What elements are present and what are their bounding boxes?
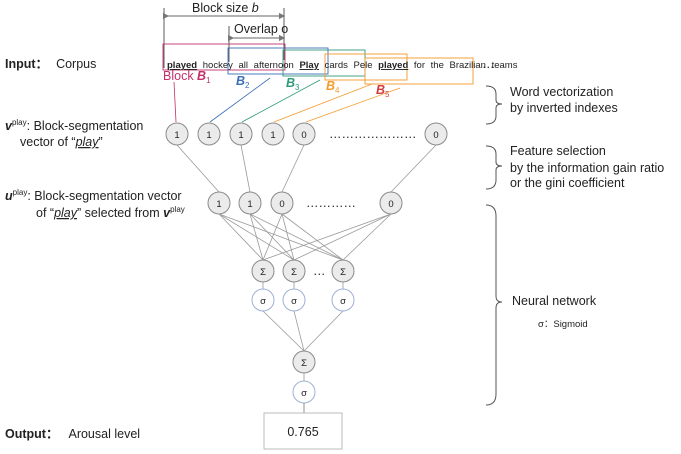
annot-word-vec-2: by inverted indexes <box>510 101 618 115</box>
svg-text:1: 1 <box>270 130 275 141</box>
annot-feat-1: Feature selection <box>510 144 606 158</box>
annot-word-vec-1: Word vectorization <box>510 85 613 99</box>
output-label: Output：Arousal level <box>5 427 140 441</box>
svg-text:1: 1 <box>247 199 252 210</box>
svg-text:…: … <box>313 264 326 278</box>
svg-text:Σ: Σ <box>291 267 297 278</box>
overlap-label: Overlap o <box>234 22 288 36</box>
svg-text:0: 0 <box>279 199 284 210</box>
svg-text:1: 1 <box>174 130 179 141</box>
svg-text:Σ: Σ <box>301 358 307 369</box>
block-1-rect <box>162 43 286 71</box>
block-5-label: B5 <box>376 83 390 99</box>
svg-text:0: 0 <box>301 130 306 141</box>
block-4-rect <box>324 53 408 81</box>
block-size-indicator: Block size b <box>162 1 286 68</box>
block-size-label: Block size b <box>192 1 259 15</box>
svg-text:0: 0 <box>388 199 393 210</box>
hidden-sum-nodes: Σ Σ Σ … <box>251 259 355 283</box>
svg-text:σ: σ <box>291 296 297 307</box>
output-value: 0.765 <box>287 425 318 439</box>
block-2-label: B2 <box>236 74 250 90</box>
vplay-dots: ………………… <box>329 127 417 141</box>
block-4-label: B4 <box>326 79 340 95</box>
svg-text:σ: σ <box>340 296 346 307</box>
uplay-label-line2: of “play” selected from vplay <box>36 205 185 220</box>
brace-word-vectorization <box>485 85 503 125</box>
corpus-text: played hockey all afternoon Play cards P… <box>167 60 518 71</box>
annot-nn: Neural network <box>512 294 597 308</box>
svg-text:σ: σ <box>301 388 307 399</box>
uplay-label-line1: uplay: Block-segmentation vector <box>5 188 182 203</box>
vplay-label-line2: vector of “play” <box>20 135 103 149</box>
hidden-sigmoid-nodes: σ σ σ <box>251 288 355 312</box>
vplay-nodes: 1 1 1 1 0 ………………… 0 <box>165 122 448 146</box>
block-2-rect <box>227 47 329 75</box>
svg-text:0: 0 <box>433 130 438 141</box>
block-1-label: Block B1 <box>163 69 211 85</box>
svg-text:1: 1 <box>216 199 221 210</box>
dense-connections <box>218 213 392 261</box>
annot-feat-3: or the gini coefficient <box>510 176 625 190</box>
svg-text:Σ: Σ <box>340 267 346 278</box>
svg-text:1: 1 <box>206 130 211 141</box>
annot-feat-2: by the information gain ratio <box>510 161 664 175</box>
corpus-ellipsis: … <box>482 57 495 71</box>
uplay-nodes: 1 1 0 ………… 0 <box>207 191 403 215</box>
vplay-label-line1: vplay: Block-segmentation <box>5 118 143 133</box>
svg-text:1: 1 <box>238 130 243 141</box>
block-3-label: B3 <box>286 76 300 92</box>
brace-feature-selection <box>485 145 503 190</box>
output-value-box <box>263 412 343 450</box>
svg-text:Σ: Σ <box>260 267 266 278</box>
svg-text:σ: σ <box>260 296 266 307</box>
brace-neural-network <box>485 204 503 406</box>
overlap-indicator: Overlap o <box>227 22 288 62</box>
uplay-dots: ………… <box>306 196 356 210</box>
annot-sigmoid: σ：Sigmoid <box>538 319 588 330</box>
block-5-rect <box>364 57 474 85</box>
input-label: Input：Corpus <box>5 57 96 71</box>
